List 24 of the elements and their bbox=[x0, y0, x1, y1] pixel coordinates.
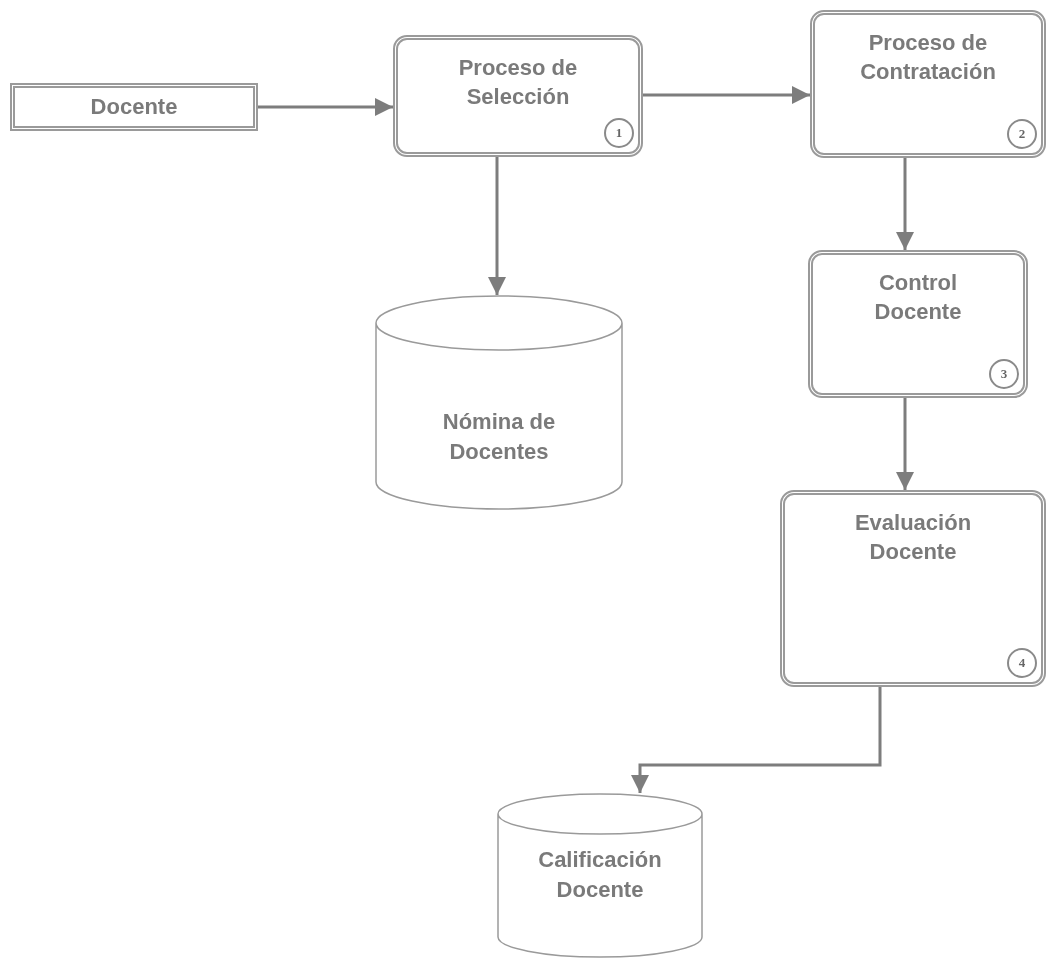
process-box bbox=[393, 35, 643, 157]
step-number: 4 bbox=[1007, 648, 1037, 678]
process-box bbox=[808, 250, 1028, 398]
step-number: 3 bbox=[989, 359, 1019, 389]
process-box bbox=[810, 10, 1046, 158]
database-cylinder bbox=[497, 793, 703, 958]
arrow bbox=[258, 98, 393, 116]
node-label: Proceso de Selección bbox=[457, 54, 579, 111]
node-label: Control Docente bbox=[873, 269, 963, 326]
node-label: Proceso de Contratación bbox=[859, 29, 997, 86]
node-label: Docente bbox=[90, 94, 178, 120]
node-label: Evaluación Docente bbox=[853, 509, 973, 566]
arrow bbox=[896, 398, 914, 490]
process-box bbox=[780, 490, 1046, 687]
arrow bbox=[896, 158, 914, 250]
database-cylinder bbox=[375, 295, 623, 510]
step-number: 2 bbox=[1007, 119, 1037, 149]
step-number: 1 bbox=[604, 118, 634, 148]
arrow bbox=[488, 157, 506, 295]
entity-box bbox=[10, 83, 258, 131]
arrow bbox=[643, 86, 810, 104]
arrow bbox=[631, 687, 882, 793]
node-label: Calificación Docente bbox=[537, 846, 663, 904]
node-label: Nómina de Docentes bbox=[441, 408, 557, 466]
